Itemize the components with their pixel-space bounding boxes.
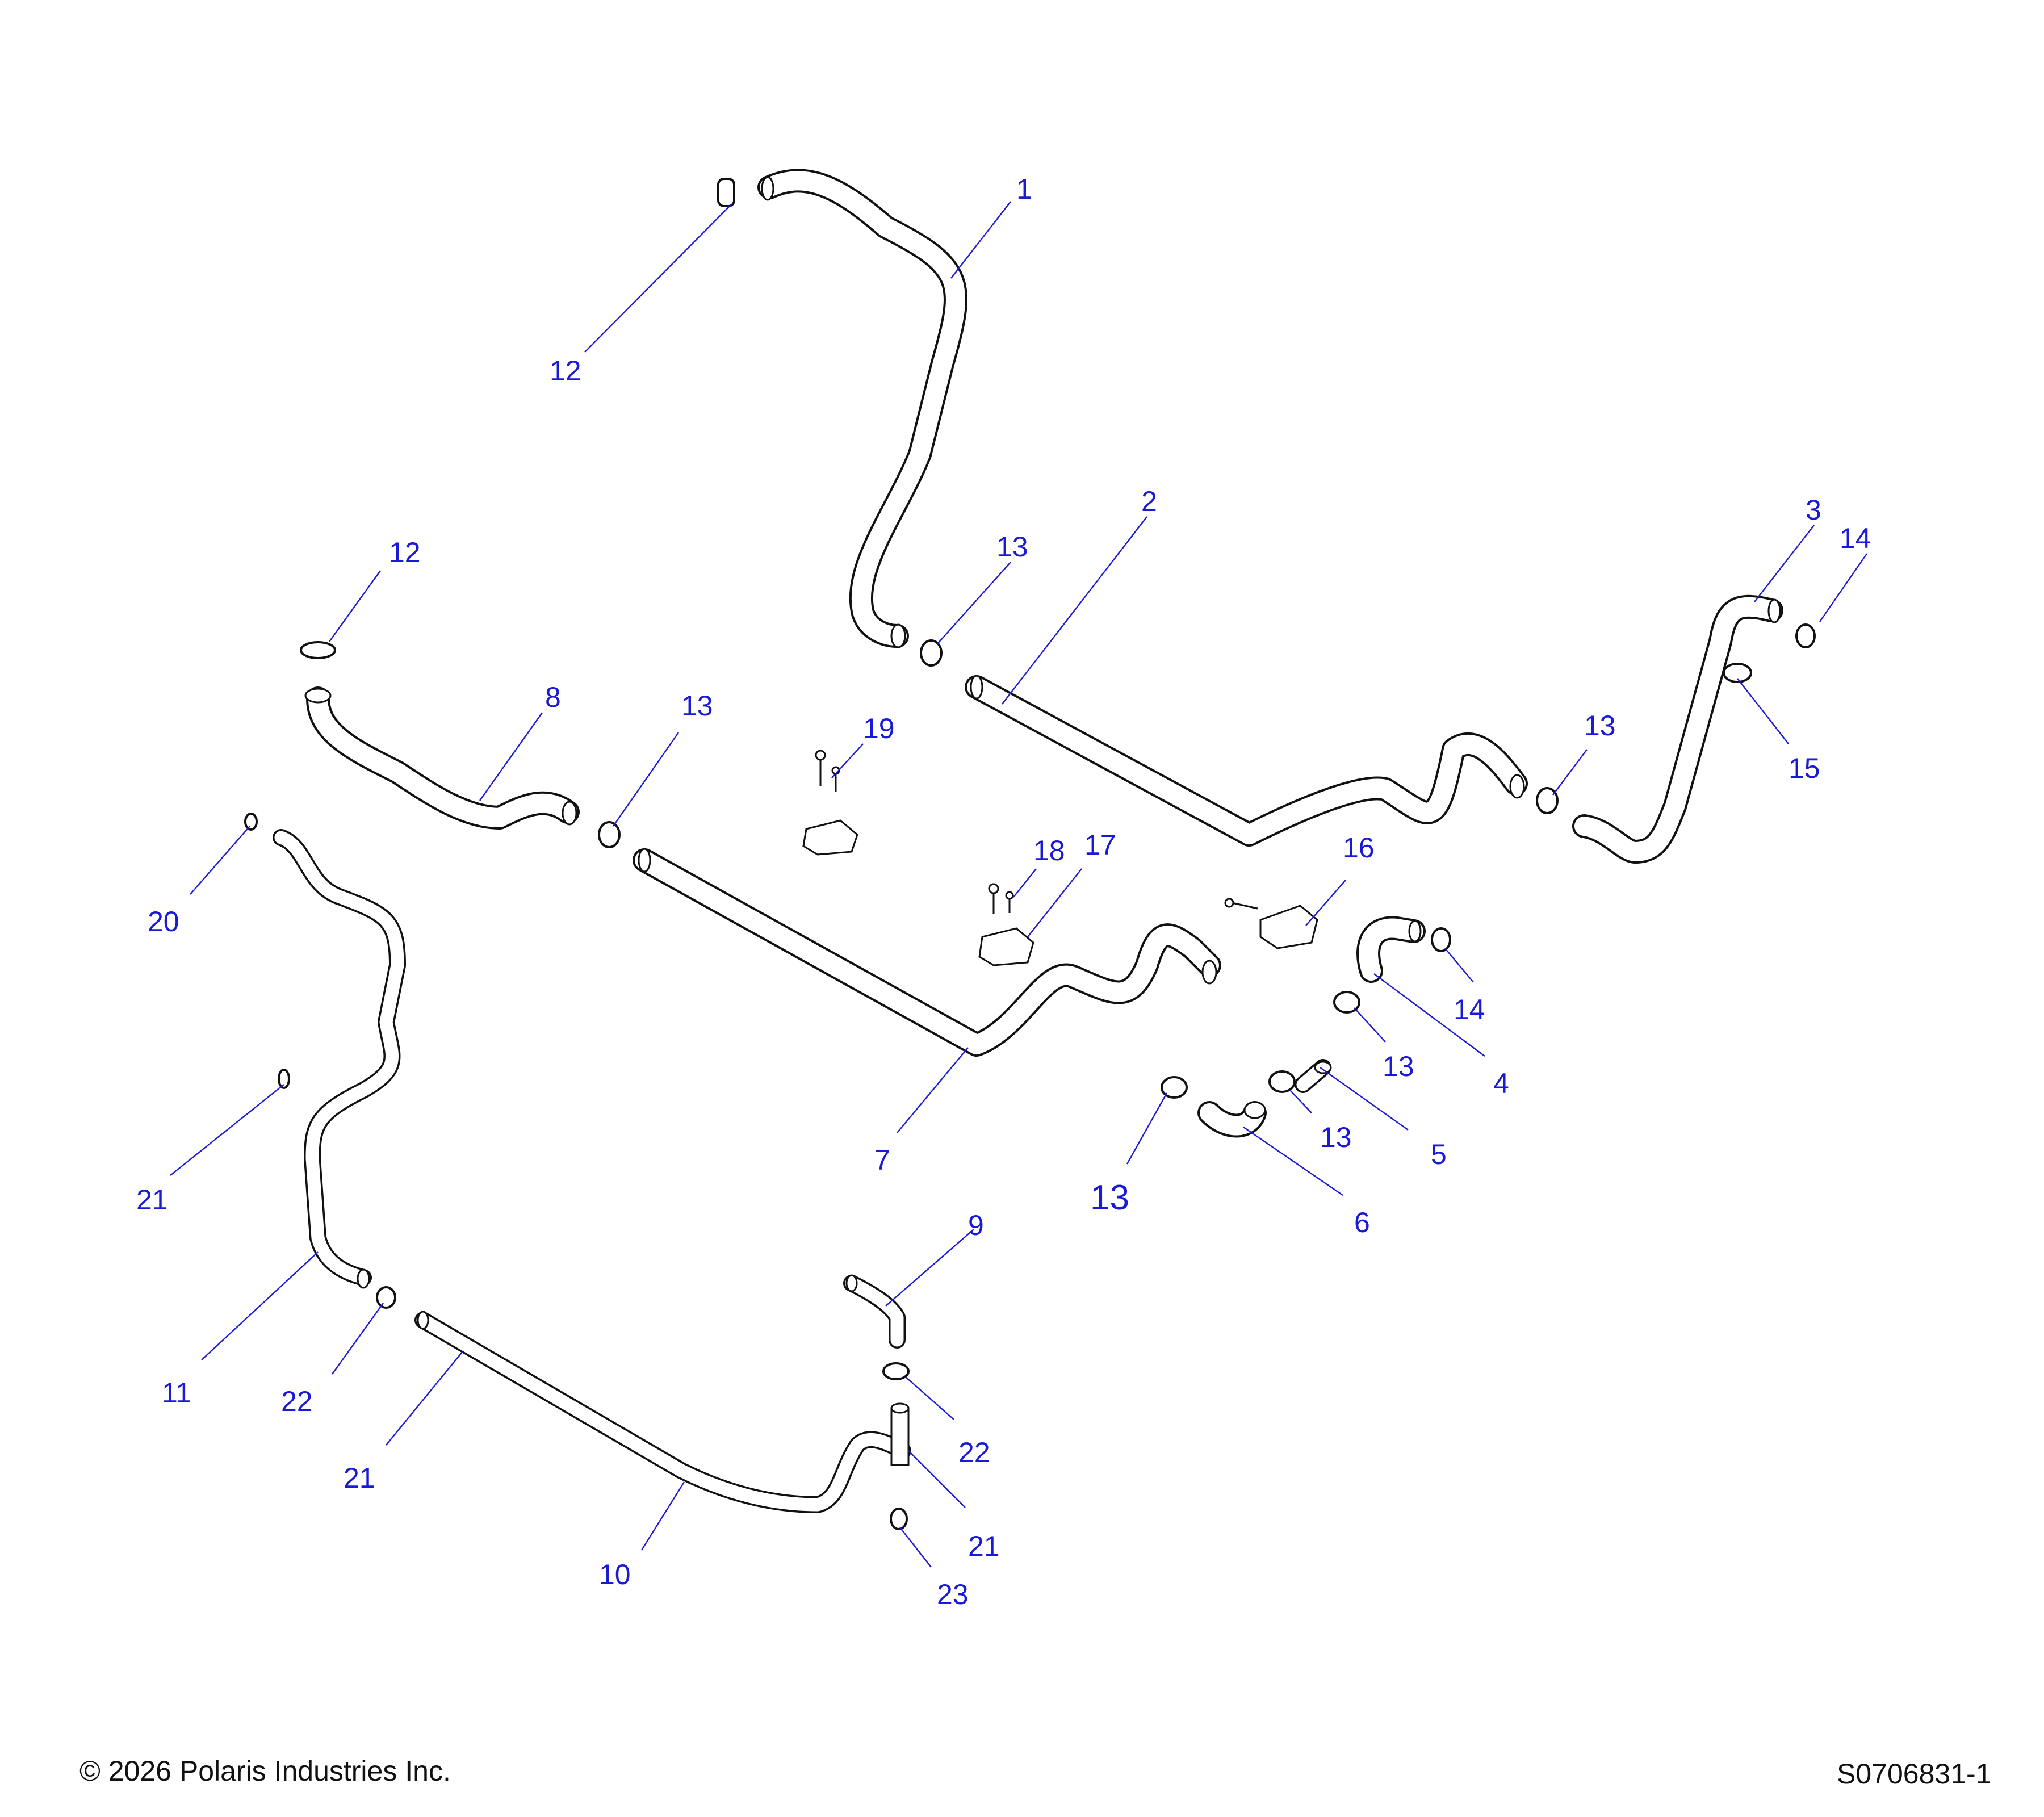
callout-13-mid: 13 bbox=[1383, 1050, 1414, 1082]
callout-15: 15 bbox=[1789, 752, 1820, 784]
callout-23: 23 bbox=[937, 1579, 969, 1610]
callout-16: 16 bbox=[1343, 832, 1375, 864]
callout-17: 17 bbox=[1084, 829, 1116, 861]
clamp-13-c bbox=[1536, 787, 1559, 814]
bracket-16 bbox=[1224, 898, 1318, 949]
clamp-13-e bbox=[1268, 1070, 1296, 1093]
clamp-22-a bbox=[376, 1286, 396, 1309]
copyright-text: © 2026 Polaris Industries Inc. bbox=[79, 1755, 451, 1787]
callout-22-right: 22 bbox=[958, 1437, 990, 1468]
drawing-number: S0706831-1 bbox=[1837, 1758, 1992, 1790]
clamp-20 bbox=[244, 813, 258, 831]
callout-20: 20 bbox=[148, 906, 179, 937]
hose-6 bbox=[1197, 1101, 1267, 1138]
bracket-17 bbox=[978, 883, 1034, 966]
hose-8 bbox=[304, 686, 580, 830]
callout-4: 4 bbox=[1493, 1067, 1509, 1099]
hose-11 bbox=[273, 829, 406, 1289]
callout-14-lower: 14 bbox=[1454, 994, 1485, 1025]
callout-2: 2 bbox=[1141, 485, 1157, 517]
clamp-13-f bbox=[1161, 1076, 1188, 1099]
bracket-19 bbox=[802, 750, 858, 856]
callout-21-right: 21 bbox=[968, 1530, 1000, 1562]
callout-13-lower: 13 bbox=[1320, 1121, 1352, 1153]
clamp-15 bbox=[1723, 663, 1752, 683]
clamp-13-b bbox=[598, 821, 621, 848]
hose-2 bbox=[965, 675, 1528, 847]
clamp-13-a bbox=[920, 639, 943, 667]
hose-7 bbox=[633, 848, 1221, 1057]
hose-4 bbox=[1356, 916, 1426, 983]
callout-22-left: 22 bbox=[281, 1385, 313, 1417]
callout-10: 10 bbox=[599, 1559, 631, 1590]
callout-12-top: 12 bbox=[550, 355, 581, 387]
callout-7: 7 bbox=[874, 1144, 890, 1176]
callout-5: 5 bbox=[1431, 1138, 1447, 1170]
callout-13-right: 13 bbox=[1584, 710, 1616, 742]
callout-12-left: 12 bbox=[389, 537, 421, 568]
callout-9: 9 bbox=[968, 1209, 984, 1241]
hose-1 bbox=[757, 169, 967, 648]
clamp-23 bbox=[890, 1508, 908, 1530]
clamp-21-left bbox=[278, 1069, 290, 1089]
callout-11: 11 bbox=[162, 1377, 191, 1409]
callout-3: 3 bbox=[1806, 494, 1821, 526]
clamp-14-b bbox=[1431, 927, 1451, 952]
callout-21-lower: 21 bbox=[344, 1462, 375, 1494]
hose-5 bbox=[1295, 1059, 1332, 1093]
callout-8: 8 bbox=[545, 681, 561, 713]
clamp-12-left bbox=[300, 641, 336, 659]
callout-1: 1 bbox=[1016, 173, 1032, 205]
callout-13-left: 13 bbox=[681, 690, 713, 722]
clamp-12-top bbox=[717, 178, 735, 207]
callout-18: 18 bbox=[1033, 835, 1065, 866]
clamp-14-a bbox=[1795, 623, 1816, 648]
callout-13-top: 13 bbox=[996, 531, 1028, 563]
callout-21-left: 21 bbox=[136, 1184, 168, 1216]
callout-14-top: 14 bbox=[1840, 522, 1871, 554]
callout-6: 6 bbox=[1354, 1207, 1370, 1238]
callout-13-large: 13 bbox=[1090, 1178, 1129, 1217]
leader-lines bbox=[170, 201, 1867, 1568]
clamp-13-d bbox=[1333, 991, 1360, 1014]
callout-19: 19 bbox=[863, 713, 895, 744]
hose-9 bbox=[843, 1274, 906, 1349]
hose-10 bbox=[414, 1311, 911, 1513]
clamp-22-b bbox=[882, 1362, 910, 1380]
